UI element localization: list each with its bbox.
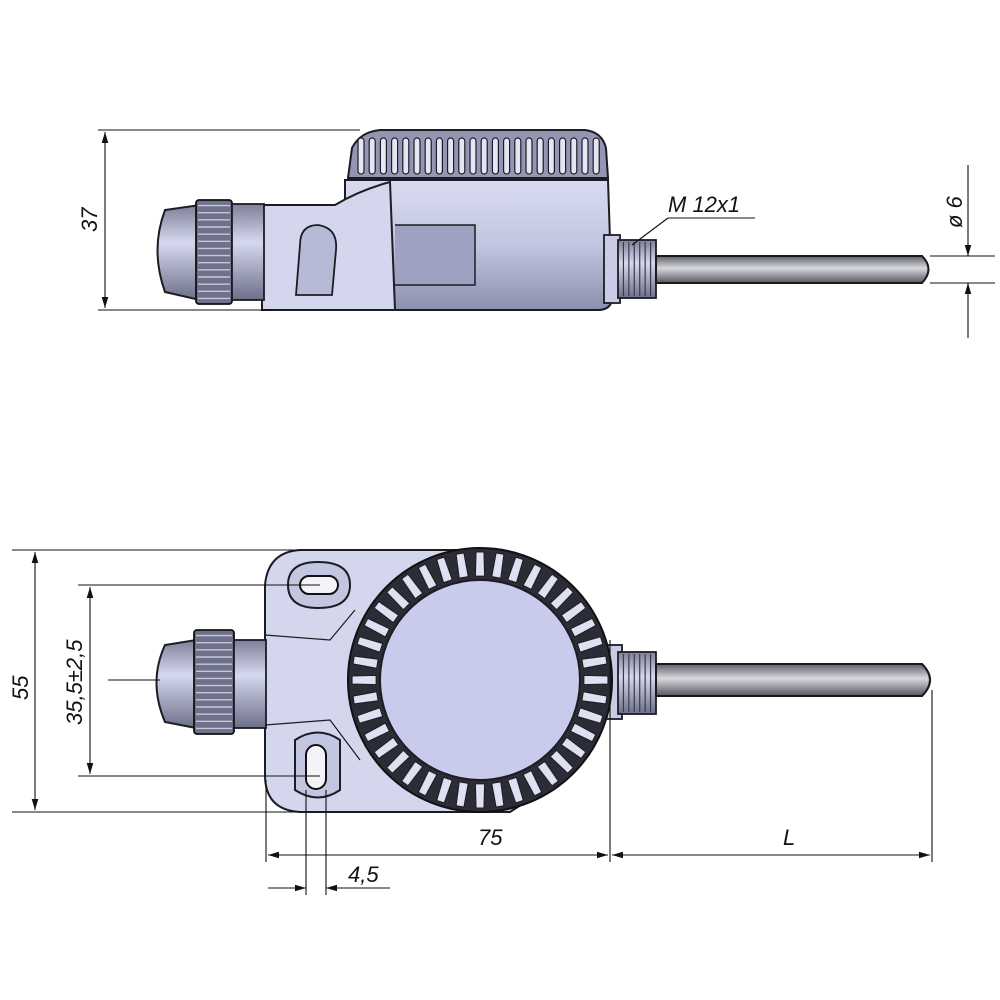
- dimension-thread: M 12x1: [631, 192, 755, 246]
- cap-tooth: [356, 707, 384, 724]
- cap-tooth: [455, 552, 469, 579]
- label-75: 75: [478, 825, 503, 850]
- cap-tooth: [351, 674, 377, 686]
- cap-rib: [503, 137, 511, 175]
- cap-tooth: [581, 691, 608, 705]
- cap-tooth: [436, 556, 453, 584]
- cap-rib: [391, 137, 399, 175]
- cap-rib: [379, 137, 387, 175]
- dimension-hole-width: 4,5: [268, 790, 390, 895]
- cable-gland-side: [156, 203, 201, 302]
- probe-top: [655, 663, 931, 697]
- cap-rib: [491, 137, 499, 175]
- dimension-diameter: ø 6: [930, 165, 995, 338]
- cap-tooth: [373, 736, 400, 760]
- cap-rib: [368, 137, 376, 175]
- dimension-75: 75: [265, 640, 611, 862]
- cap-tooth: [352, 691, 379, 705]
- cap-tooth: [522, 769, 543, 797]
- label-mount-spacing: 35,5±2,5: [62, 639, 87, 725]
- label-length: L: [783, 825, 795, 850]
- thread-side: [617, 239, 657, 299]
- cap-rib: [413, 137, 421, 175]
- cap-rib: [536, 137, 544, 175]
- dimension-55: 55: [8, 549, 300, 813]
- cap-tooth: [549, 749, 574, 774]
- cap-rib: [558, 137, 567, 175]
- dimension-mount-spacing: 35,5±2,5: [62, 584, 320, 777]
- cap-tooth: [474, 551, 486, 577]
- cap-tooth: [581, 655, 608, 669]
- cap-rib: [435, 137, 443, 175]
- cap-tooth: [491, 552, 505, 579]
- cap-tooth: [569, 722, 597, 743]
- label-37: 37: [77, 207, 102, 232]
- cap-tooth: [386, 586, 411, 611]
- cap-tooth: [507, 556, 524, 584]
- cap-rib: [458, 137, 466, 175]
- cap-rib: [514, 137, 522, 175]
- cap-tooth: [522, 563, 543, 591]
- cap-rib: [480, 137, 488, 175]
- cap-tooth: [560, 600, 587, 624]
- side-view: [156, 129, 930, 311]
- cap-teeth: [351, 551, 609, 809]
- label-thread: M 12x1: [668, 192, 740, 217]
- lug-side: [295, 224, 338, 296]
- cap-rib: [447, 137, 455, 175]
- label-hole-width: 4,5: [348, 862, 379, 887]
- dimension-37: 37: [77, 129, 360, 311]
- cap-tooth: [373, 600, 400, 624]
- cap-tooth: [363, 722, 391, 743]
- gland-nut-top: [193, 629, 235, 735]
- cap-tooth: [560, 736, 587, 760]
- cap-rib: [357, 137, 365, 175]
- cap-rib: [547, 137, 556, 175]
- cap-rib: [424, 137, 432, 175]
- cap-tooth: [507, 776, 524, 804]
- cap-ribs: [357, 137, 600, 175]
- gland-nut-side: [195, 199, 233, 305]
- top-view: [155, 547, 931, 813]
- cap-tooth: [536, 760, 560, 787]
- cap-rib: [402, 137, 410, 175]
- cap-rib: [469, 137, 477, 175]
- cap-tooth: [491, 781, 505, 808]
- probe-side: [655, 255, 930, 284]
- cap-tooth: [536, 573, 560, 600]
- cap-tooth: [569, 617, 597, 638]
- cap-tooth: [400, 573, 424, 600]
- cap-rib: [581, 137, 589, 175]
- thread-top: [617, 651, 657, 715]
- cap-tooth: [356, 636, 384, 653]
- cap-tooth: [576, 636, 604, 653]
- cap-rib: [525, 137, 533, 175]
- cap-tooth: [417, 769, 438, 797]
- mount-hole-bottom: [305, 744, 327, 790]
- cap-tooth: [549, 586, 574, 611]
- dimension-length: L: [612, 690, 933, 862]
- cap-tooth: [436, 776, 453, 804]
- cap-tooth: [576, 707, 604, 724]
- cap-tooth: [583, 674, 609, 686]
- cap-face-top: [379, 579, 581, 781]
- cap-tooth: [386, 749, 411, 774]
- cap-rib: [592, 137, 600, 175]
- cap-tooth: [363, 617, 391, 638]
- cap-tooth: [455, 781, 469, 808]
- label-diameter: ø 6: [942, 195, 967, 228]
- cap-tooth: [474, 783, 486, 809]
- cap-rib: [570, 137, 578, 175]
- label-55: 55: [8, 675, 33, 700]
- cap-tooth: [400, 760, 424, 787]
- cap-tooth: [352, 655, 379, 669]
- cable-gland-top: [155, 638, 197, 730]
- cap-tooth: [417, 563, 438, 591]
